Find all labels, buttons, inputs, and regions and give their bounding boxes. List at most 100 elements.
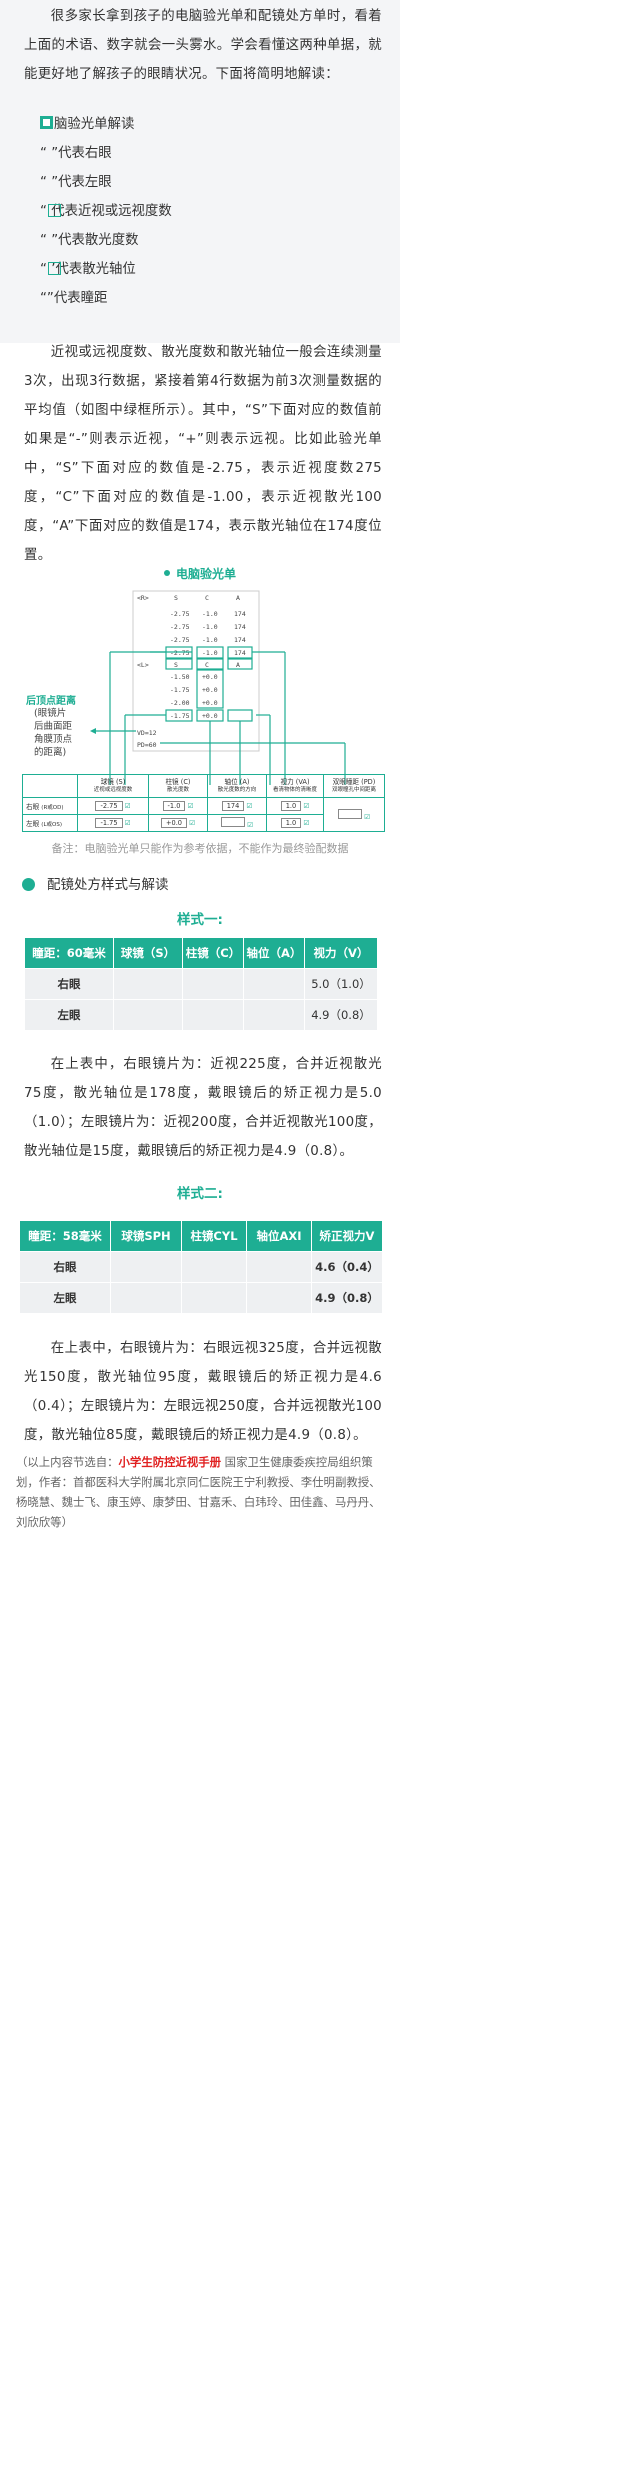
legend-item-head: “ 代表近视或远视度数	[40, 204, 172, 219]
square-icon	[48, 262, 61, 275]
section2-heading: 配镜处方样式与解读	[22, 873, 169, 893]
table-cell	[243, 968, 305, 1000]
style1-title: 样式一:	[177, 912, 223, 928]
footer-prefix: （以上内容节选自：	[16, 1455, 119, 1469]
cell: -1.0 ☑	[148, 797, 208, 815]
dot-icon	[163, 570, 170, 576]
legend-item: “ ”代表左眼	[40, 175, 112, 190]
slip-left-marker: <L>	[137, 661, 149, 669]
cell: ☑	[207, 814, 267, 832]
table-cell	[181, 1251, 247, 1283]
table-cell: 右眼	[25, 968, 114, 1000]
cell: -1.75 ☑	[77, 814, 149, 832]
row-label: 右眼 (R或OD)	[22, 797, 78, 815]
table-cell: 4.9（0.8）	[311, 1282, 382, 1313]
slip-header-s: S	[174, 661, 178, 669]
cell: -2.75 ☑	[77, 797, 149, 815]
style2-title: 样式二:	[177, 1186, 223, 1202]
diagram-note: 备注：电脑验光单只能作为参考依据，不能作为最终验配数据	[51, 842, 349, 855]
table-cell	[243, 999, 305, 1030]
table-cell	[182, 968, 244, 1000]
legend-item: “ ”代表散光度数	[40, 233, 139, 248]
table-cell	[246, 1282, 312, 1313]
col-header: 双眼瞳距 (PD)双眼瞳孔中间距离	[323, 774, 385, 798]
slip-cell: -1.0	[202, 610, 218, 618]
table-row: 左眼 4.9（0.8）	[20, 1282, 382, 1313]
slip-cell: +0.0	[202, 673, 218, 681]
table-header: 瞳距：58毫米	[20, 1221, 111, 1252]
checkbox-icon	[40, 116, 53, 129]
cell: 1.0 ☑	[266, 797, 324, 815]
legend-title: 脑验光单解读	[54, 117, 135, 132]
table-header: 矫正视力V	[311, 1221, 382, 1252]
legend-item-box: “ 代表近视或远视度数	[40, 199, 172, 219]
slip-avg-cell: +0.0	[202, 712, 218, 720]
prescription-table-2: 瞳距：58毫米 球镜SPH 柱镜CYL 轴位AXI 矫正视力V 右眼 4.6（0…	[20, 1221, 382, 1313]
legend-item: “ ’代表散光轴位	[40, 262, 136, 277]
col-header: 球镜 (S)近视或远视度数	[77, 774, 149, 798]
slip-avg-cell: 174	[234, 649, 246, 657]
refraction-slip-diagram: 电脑验光单 <R> S C A -2.75 -1.0 174 -2.75 -1.…	[0, 555, 400, 835]
slip-header-c: C	[205, 594, 209, 602]
slip-cell: -1.0	[202, 636, 218, 644]
table-cell	[246, 1251, 312, 1283]
table-header: 视力（V）	[304, 938, 377, 969]
slip-header-a: A	[236, 594, 240, 602]
intro-paragraph: 很多家长拿到孩子的电脑验光单和配镜处方单时，看着上面的术语、数字就会一头雾水。学…	[24, 9, 382, 82]
explanation-paragraph: 近视或远视度数、散光度数和散光轴位一般会连续测量3次，出现3行数据，紧接着第4行…	[24, 345, 382, 563]
table-cell	[181, 1282, 247, 1313]
prescription-table-1: 瞳距：60毫米 球镜（S） 柱镜（C） 轴位（A） 视力（V） 右眼 5.0（1…	[25, 938, 377, 1030]
slip-cell: -1.50	[170, 673, 190, 681]
table-cell	[182, 999, 244, 1030]
legend-item: “ ”代表右眼	[40, 146, 112, 161]
table-header: 球镜SPH	[110, 1221, 182, 1252]
table-cell	[113, 968, 183, 1000]
table-cell	[110, 1282, 182, 1313]
square-icon	[48, 204, 61, 217]
vertex-desc-line: 后曲面距	[34, 721, 73, 732]
style1-paragraph: 在上表中，右眼镜片为：近视225度，合并近视散光75度，散光轴位是178度，戴眼…	[24, 1057, 382, 1159]
slip-cell: -2.00	[170, 699, 190, 707]
slip-right-marker: <R>	[137, 594, 149, 602]
footer-rest: 国家卫生健康委疾控局组织策划，作者：首都医科大学附属北京同仁医院王宁利教授、李仕…	[16, 1455, 381, 1529]
table-cell: 4.9（0.8）	[304, 999, 377, 1030]
cell: 1.0 ☑	[266, 814, 324, 832]
slip-vd: VD=12	[137, 729, 157, 737]
table-cell: 5.0（1.0）	[304, 968, 377, 1000]
slip-cell: -2.75	[170, 636, 190, 644]
slip-cell: -1.75	[170, 686, 190, 694]
book-link[interactable]: 小学生防控近视手册	[118, 1455, 222, 1469]
legend-item: “”代表瞳距	[40, 291, 108, 306]
table-cell: 右眼	[20, 1251, 111, 1283]
slip-header-c: C	[205, 661, 209, 669]
table-header: 柱镜CYL	[181, 1221, 247, 1252]
cell: 174 ☑	[207, 797, 267, 815]
style2-paragraph: 在上表中，右眼镜片为：右眼远视325度，合并远视散光150度，散光轴位95度，戴…	[24, 1341, 382, 1443]
summary-table: 球镜 (S)近视或远视度数 柱镜 (C)散光度数 轴位 (A)散光度数的方向 视…	[22, 774, 385, 832]
diagram-title-text: 电脑验光单	[175, 567, 236, 581]
dot-icon	[22, 878, 35, 891]
table-header: 球镜（S）	[113, 938, 183, 969]
slip-cell: 174	[234, 636, 246, 644]
slip-pd: PD=60	[137, 741, 157, 749]
vertex-desc-line: (眼镜片	[34, 708, 67, 719]
table-cell	[110, 1251, 182, 1283]
col-header: 柱镜 (C)散光度数	[148, 774, 208, 798]
slip-header-s: S	[174, 594, 178, 602]
table-cell	[113, 999, 183, 1030]
slip-cell: 174	[234, 610, 246, 618]
intro-band	[0, 0, 400, 343]
slip-header-a: A	[236, 661, 240, 669]
section2-title: 配镜处方样式与解读	[47, 877, 169, 893]
vertex-desc-line: 的距离)	[34, 747, 67, 758]
cell: ☑	[323, 797, 385, 832]
table-cell: 4.6（0.4）	[311, 1251, 382, 1283]
slip-cell: +0.0	[202, 686, 218, 694]
slip-cell: 174	[234, 623, 246, 631]
slip-cell: -2.75	[170, 623, 190, 631]
vertex-desc: (眼镜片 后曲面距 角膜顶点 的距离)	[34, 707, 94, 759]
slip-avg-cell: -2.75	[170, 649, 190, 657]
table-header: 柱镜（C）	[182, 938, 244, 969]
table-row: 右眼 5.0（1.0）	[25, 968, 377, 1000]
slip-cell: -2.75	[170, 610, 190, 618]
